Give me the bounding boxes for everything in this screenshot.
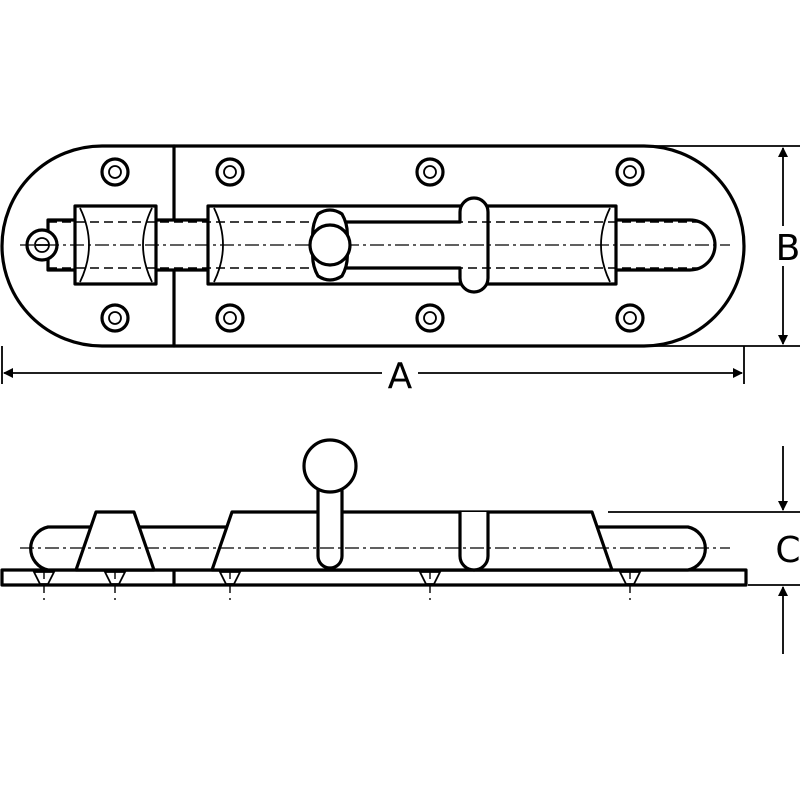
screw-holes-top-row xyxy=(100,157,645,187)
screw-hole xyxy=(615,303,645,333)
side-view-handle-ball xyxy=(302,438,358,494)
screw-hole xyxy=(100,157,130,187)
screw-hole xyxy=(215,157,245,187)
side-view-handle-stem xyxy=(316,486,344,570)
screw-hole xyxy=(215,303,245,333)
screw-holes-bottom-row xyxy=(100,303,645,333)
screw-hole xyxy=(100,303,130,333)
screw-hole xyxy=(615,157,645,187)
side-view-slot xyxy=(458,510,490,572)
dimension-b-label: B xyxy=(776,228,800,269)
screw-hole xyxy=(415,157,445,187)
side-view-screws xyxy=(32,570,642,600)
dimension-c-label: C xyxy=(775,530,800,571)
top-view-handle-ball xyxy=(308,223,352,267)
dimension-a-label: A xyxy=(388,356,413,397)
side-view-keeper-guide xyxy=(74,510,156,572)
side-view-main-guide xyxy=(210,510,614,572)
dimension-c: C xyxy=(608,446,800,654)
top-view xyxy=(0,144,746,348)
dimension-a: A xyxy=(1,346,745,397)
dimension-b: B xyxy=(640,145,800,347)
screw-hole xyxy=(415,303,445,333)
side-view xyxy=(0,438,748,600)
